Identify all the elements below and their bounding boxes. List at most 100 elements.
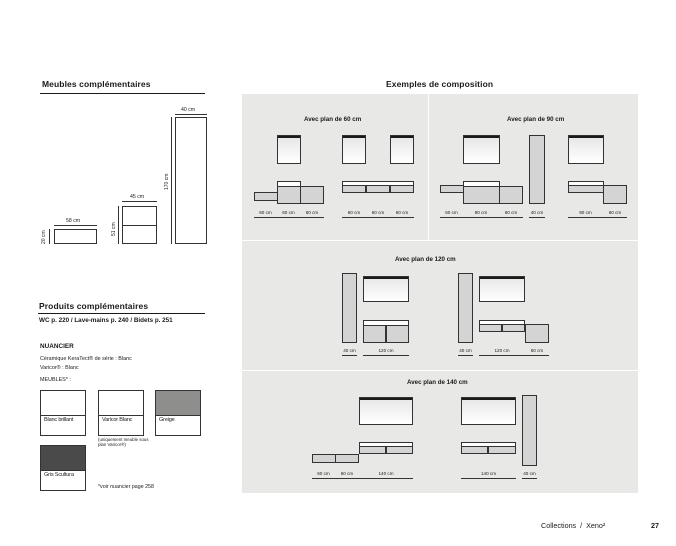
swatch-label: Blanc brillant [44,417,74,423]
mirror [342,135,366,164]
panel-divider [242,370,638,371]
dimension-label: 60 cm [530,348,544,353]
dimension-line [458,355,473,356]
dimension-line [342,355,357,356]
dimension-line [568,217,627,218]
column-height-label: 170 cm [164,173,170,190]
varicor-note: (uniquement meuble sous plan Varicor®) [98,437,149,448]
low-height-label: 20 cm [41,230,47,244]
divider [40,93,205,94]
low-width-label: 58 cm [66,218,81,224]
dimension-label: 140 cm [378,471,394,476]
mirror [359,397,413,425]
tall-column [342,273,357,343]
dimension-line [49,229,50,244]
dimension-label: 40 cm [530,210,544,215]
plan-60-title: Avec plan de 60 cm [304,116,362,123]
dimension-label: 60 cm [282,210,295,215]
cabinet [359,446,386,454]
swatch-greige: Greige [155,390,201,436]
dimension-label: 90 cm [474,210,488,215]
dimension-label: 140 cm [480,471,497,476]
swatch-separator [99,415,143,416]
dimension-label: 90 cm [579,210,592,215]
dimension-line [461,478,516,479]
dimension-line [479,355,549,356]
panel-divider [242,240,638,241]
cabinet [525,324,549,343]
mid-cabinet [122,206,157,244]
dimension-line [440,217,523,218]
dimension-label: 60 cm [317,471,330,476]
dimension-line [118,206,119,244]
mid-width-label: 45 cm [130,194,145,200]
dimension-label: 40 cm [459,348,472,353]
tall-column [458,273,473,343]
dimension-label: 120 cm [378,348,394,353]
cabinet [335,454,359,463]
dimension-label: 60 cm [504,210,518,215]
nuancier-meubles-label: MEUBLES* : [40,377,71,383]
dimension-label: 40 cm [523,471,536,476]
swatch-label: Gris Scultura [44,472,74,478]
plan-120-title: Avec plan de 120 cm [395,256,456,263]
produits-complementaires-title: Produits complémentaires [39,301,149,311]
cabinet [463,186,500,204]
dimension-label: 60 cm [340,471,354,476]
low-cabinet [54,229,97,244]
swatch-separator [156,415,200,416]
swatch-color [156,391,200,415]
dimension-label: 60 cm [347,210,361,215]
mirror [461,397,516,425]
dimension-line [254,217,324,218]
footnote: *voir nuancier page 258 [98,484,154,490]
dimension-label: 60 cm [395,210,409,215]
mid-height-label: 51 cm [111,222,117,236]
dimension-line [312,478,413,479]
mirror [390,135,414,164]
cabinet [363,325,386,343]
cabinet [488,446,516,454]
swatch-separator [41,470,85,471]
cabinet [461,446,488,454]
nuancier-varicor: Varicor® : Blanc [40,365,79,371]
dimension-line [54,225,97,226]
produits-references: WC p. 220 / Lave-mains p. 240 / Bidets p… [39,317,173,324]
tall-column [529,135,545,204]
swatch-separator [41,415,85,416]
swatch-label: Varicor Blanc [102,417,133,423]
footer-collection: Collections / Xeno² [541,521,606,530]
dimension-label: 60 cm [305,210,319,215]
mirror [463,135,500,164]
swatch-label: Greige [159,417,175,423]
dimension-label: 60 cm [445,210,458,215]
dimension-label: 60 cm [371,210,385,215]
dimension-line [122,201,157,202]
swatch-color [41,446,85,470]
exemples-composition-title: Exemples de composition [386,79,494,89]
swatch-gris-scultura: Gris Scultura [40,445,86,491]
dimension-label: 40 cm [343,348,356,353]
dimension-line [363,355,409,356]
mirror [363,276,409,302]
column-width-label: 40 cm [181,107,196,113]
dimension-line [529,217,545,218]
swatch-varicor-blanc: Varicor Blanc [98,390,144,436]
cabinet [390,185,414,193]
mirror [568,135,604,164]
nuancier-title: NUANCIER [40,343,74,350]
cabinet [366,185,390,193]
cabinet [568,185,604,193]
cabinet [499,186,523,204]
swatch-blanc-brillant: Blanc brillant [40,390,86,436]
tall-column-cabinet [175,117,207,244]
cabinet [254,192,278,201]
plan-90-title: Avec plan de 90 cm [507,116,565,123]
dimension-line [171,117,172,244]
panel-divider [428,94,429,240]
divider [38,313,205,314]
dimension-line [175,114,207,115]
cabinet [300,186,324,204]
drawer-divider [123,225,156,226]
dimension-line [522,478,537,479]
